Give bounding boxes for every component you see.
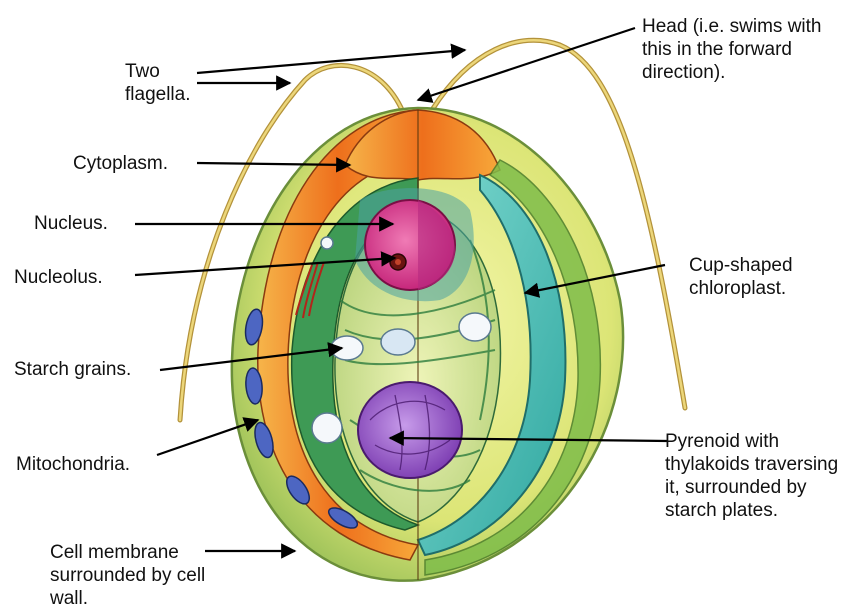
label-cytoplasm: Cytoplasm. <box>73 152 168 175</box>
label-nucleus: Nucleus. <box>34 212 108 235</box>
arrow-flagella-1 <box>197 50 465 73</box>
label-mitochondria: Mitochondria. <box>16 453 130 476</box>
cell-body <box>232 108 623 581</box>
label-chloroplast: Cup-shaped chloroplast. <box>689 254 793 300</box>
label-pyrenoid: Pyrenoid with thylakoids traversing it, … <box>665 430 838 522</box>
label-head: Head (i.e. swims with this in the forwar… <box>642 15 822 84</box>
label-flagella: Two flagella. <box>125 60 191 106</box>
pyrenoid <box>358 382 462 478</box>
label-starch-grains: Starch grains. <box>14 358 131 381</box>
label-cell-membrane: Cell membrane surrounded by cell wall. <box>50 541 205 610</box>
label-nucleolus: Nucleolus. <box>14 266 103 289</box>
